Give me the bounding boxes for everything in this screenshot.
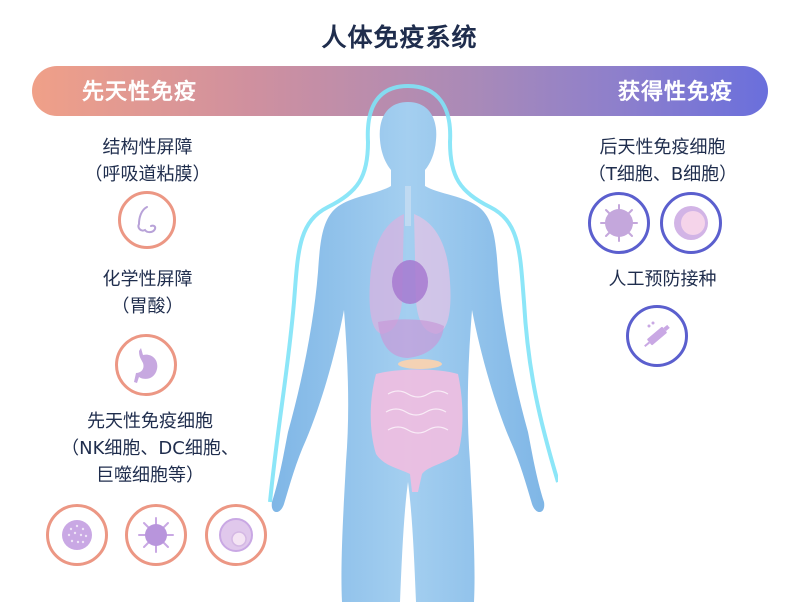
- chemical-barrier-label: 化学性屏障 （胃酸）: [102, 269, 193, 317]
- b-cell-icon: [674, 206, 708, 240]
- aura-outline: [268, 84, 558, 503]
- structural-barrier-label: 结构性屏障 （呼吸道粘膜）: [84, 137, 211, 185]
- intestines: [370, 369, 463, 492]
- left-lung: [369, 214, 404, 334]
- trachea: [405, 186, 411, 226]
- macrophage-icon: [219, 518, 253, 552]
- b-cell-icon-ring: [660, 192, 722, 254]
- adaptive-immunity-heading: 获得性免疫: [617, 80, 733, 105]
- stomach-icon-ring: [115, 334, 177, 396]
- liver: [378, 319, 444, 358]
- t-cell-icon: [600, 204, 638, 242]
- innate-immunity-heading: 先天性免疫: [82, 80, 198, 105]
- adaptive-immune-cells-label: 后天性免疫细胞 （T细胞、B细胞）: [587, 137, 738, 185]
- nose-icon-ring: [118, 191, 176, 249]
- dendritic-cell-icon: [138, 517, 174, 553]
- syringe-icon-ring: [626, 305, 688, 367]
- syringe-icon: [644, 321, 670, 348]
- t-cell-icon-ring: [588, 192, 650, 254]
- nk-cell-icon: [62, 520, 92, 550]
- nose-icon: [137, 206, 157, 234]
- right-lung: [414, 214, 451, 334]
- human-body-figure: [268, 84, 558, 602]
- vaccination-label: 人工预防接种: [608, 269, 717, 290]
- pancreas: [398, 359, 442, 369]
- macrophage-icon-ring: [205, 504, 267, 566]
- stomach-icon: [134, 348, 158, 383]
- page-title: 人体免疫系统: [321, 23, 478, 52]
- nk-cell-icon-ring: [46, 504, 108, 566]
- dendritic-cell-icon-ring: [125, 504, 187, 566]
- innate-immune-cells-label: 先天性免疫细胞 （NK细胞、DC细胞、 巨噬细胞等）: [61, 411, 239, 486]
- heart: [392, 260, 428, 304]
